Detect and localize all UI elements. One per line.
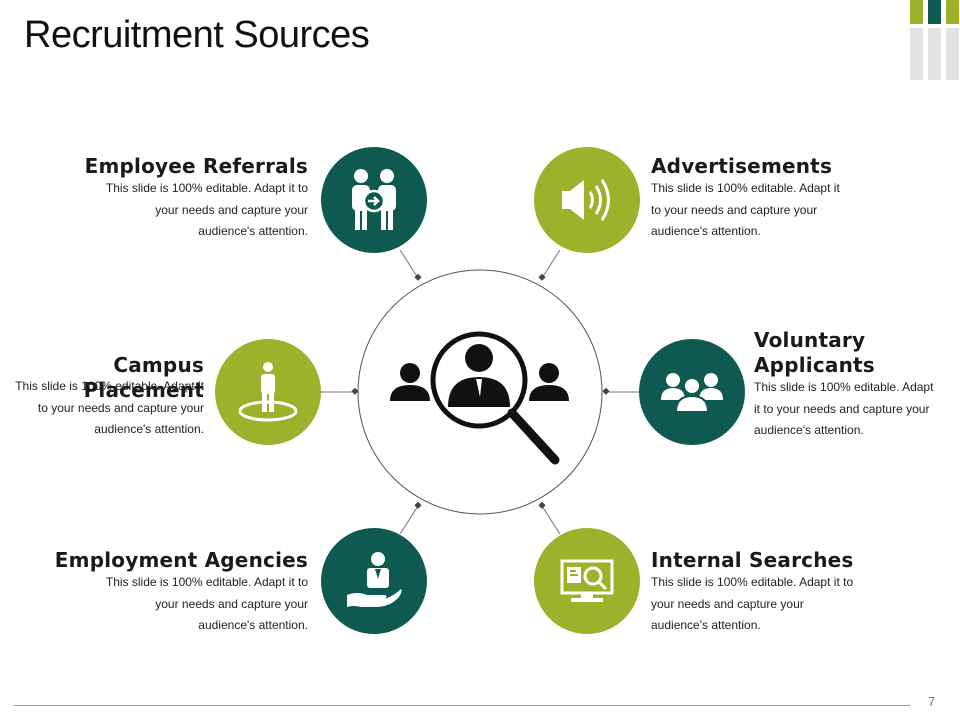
body-line: This slide is 100% editable. Adapt it to — [105, 181, 308, 195]
campus-placement-body: This slide is 100% editable. Adapt it to… — [4, 376, 204, 441]
internal-searches-body: This slide is 100% editable. Adapt it to… — [651, 572, 911, 637]
people-magnifier-icon — [380, 325, 580, 470]
employee-referrals-circle — [321, 147, 427, 253]
body-line: This slide is 100% editable. Adapt it to — [105, 575, 308, 589]
body-line: audience's attention. — [754, 423, 864, 437]
campus-placement-title: Campus Placement — [83, 353, 204, 402]
voluntary-applicants-title: Voluntary Applicants — [754, 328, 954, 378]
voluntary-applicants-circle — [639, 339, 745, 445]
voluntary-applicants-body: This slide is 100% editable. Adapt it to… — [754, 377, 954, 442]
referral-people-icon — [352, 169, 396, 230]
body-line: audience's attention. — [94, 422, 204, 436]
deco-bar-dark — [928, 0, 941, 24]
body-line: This slide is 100% editable. Adapt it — [15, 379, 204, 393]
body-line: to your needs and capture your — [651, 202, 818, 217]
campus-placement-circle — [215, 339, 321, 445]
monitor-search-icon — [560, 559, 614, 602]
deco-bar-lime — [910, 0, 923, 24]
advertisements-title: Advertisements — [651, 154, 833, 178]
title-line: Voluntary — [754, 328, 866, 352]
internal-searches-title: Internal Searches — [651, 548, 854, 572]
body-line: your needs and capture your — [155, 202, 308, 217]
page-number: 7 — [928, 694, 936, 709]
deco-bar-grey — [946, 28, 959, 80]
body-line: it to your needs and capture your — [754, 401, 930, 416]
speaker-icon — [562, 179, 610, 221]
deco-bar-grey — [928, 28, 941, 80]
advertisements-circle — [534, 147, 640, 253]
body-line: This slide is 100% editable. Adapt it — [651, 181, 840, 195]
employment-agencies-title: Employment Agencies — [54, 548, 308, 572]
group-icon — [661, 373, 723, 413]
page-title: Recruitment Sources — [24, 14, 370, 56]
person-on-spot-icon — [238, 362, 298, 422]
footer-divider — [14, 705, 910, 706]
employee-referrals-title: Employee Referrals — [84, 154, 308, 178]
body-line: your needs and capture your — [651, 596, 804, 611]
deco-bar-grey — [910, 28, 923, 80]
body-line: This slide is 100% editable. Adapt it to — [651, 575, 854, 589]
body-line: to your needs and capture your — [37, 400, 204, 415]
internal-searches-circle — [534, 528, 640, 634]
employment-agencies-circle — [321, 528, 427, 634]
body-line: audience's attention. — [651, 224, 761, 238]
body-line: audience's attention. — [198, 618, 308, 632]
employee-referrals-body: This slide is 100% editable. Adapt it to… — [40, 178, 308, 243]
employment-agencies-body: This slide is 100% editable. Adapt it to… — [40, 572, 308, 637]
body-line: audience's attention. — [651, 618, 761, 632]
body-line: This slide is 100% editable. Adapt — [754, 380, 934, 394]
advertisements-body: This slide is 100% editable. Adapt it to… — [651, 178, 911, 243]
body-line: audience's attention. — [198, 224, 308, 238]
person-in-hand-icon — [347, 552, 402, 607]
title-line: Applicants — [754, 353, 875, 377]
deco-bar-lime — [946, 0, 959, 24]
body-line: your needs and capture your — [155, 596, 308, 611]
